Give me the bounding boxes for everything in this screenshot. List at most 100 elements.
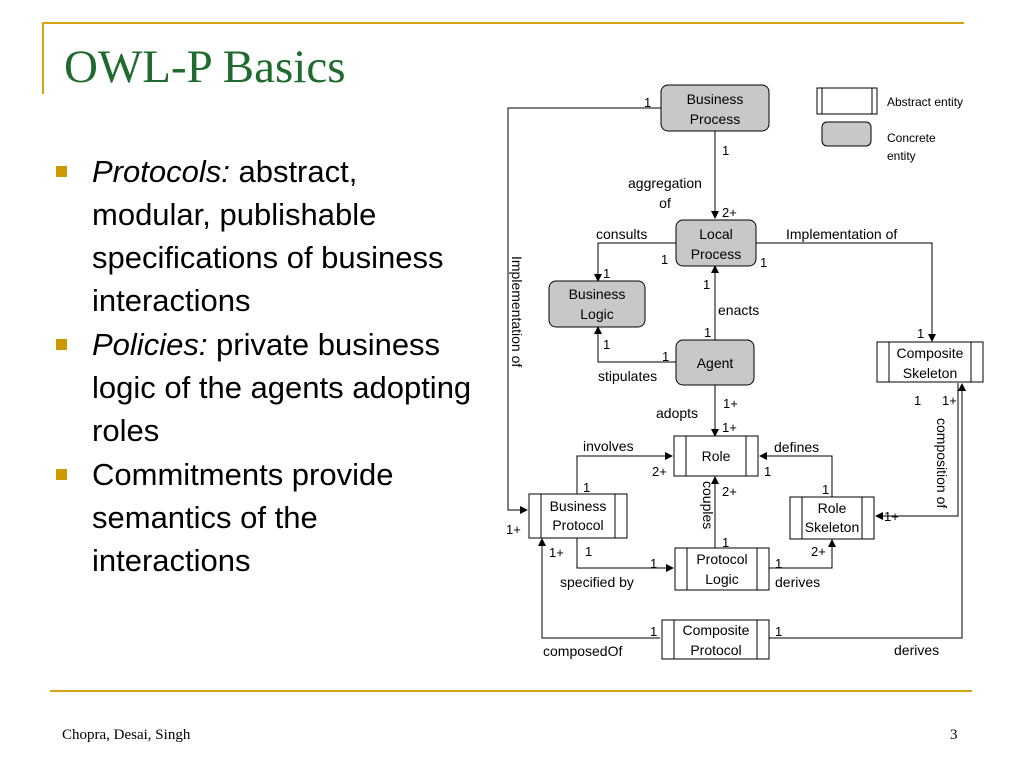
label-defines: defines bbox=[774, 439, 819, 455]
node-local-process: Local Process bbox=[675, 219, 757, 267]
node-label-1: Business bbox=[550, 498, 607, 514]
mult-bprot-bottom-left: 1+ bbox=[549, 545, 564, 560]
edge-defines bbox=[759, 452, 833, 497]
bullet-item-protocols: Protocols: abstract, modular, publishabl… bbox=[56, 150, 476, 322]
bullet-text: private business logic of the agents ado… bbox=[92, 327, 472, 448]
label-implementation-of-vertical: Implementation of bbox=[509, 256, 525, 367]
mult-ag-above: 1 bbox=[704, 325, 711, 340]
slide-title: OWL-P Basics bbox=[64, 41, 346, 93]
label-aggregation: aggregation bbox=[628, 175, 702, 191]
multiplicity-labels: 1 1 2+ 1 1 1 1 1 1 1 1+ 1 1 1+ 1+ 2+ 1 2… bbox=[506, 95, 957, 639]
mult-ag-left: 1 bbox=[662, 349, 669, 364]
node-label-1: Role bbox=[818, 500, 847, 516]
label-adopts: adopts bbox=[656, 405, 698, 421]
mult-role-below: 2+ bbox=[722, 484, 737, 499]
mult-bprot-bottom-right: 1 bbox=[585, 544, 592, 559]
edge-composed-of bbox=[538, 538, 660, 639]
node-protocol-logic: Protocol Logic bbox=[674, 547, 770, 591]
node-business-logic: Business Logic bbox=[548, 280, 646, 328]
node-composite-skeleton: Composite Skeleton bbox=[876, 341, 984, 383]
edge-derives-composite-protocol bbox=[769, 383, 966, 639]
label-composed-of: composedOf bbox=[543, 643, 622, 659]
mult-ag-below: 1+ bbox=[723, 396, 738, 411]
bullet-text: abstract, modular, publishable specifica… bbox=[92, 154, 444, 318]
node-composite-protocol: Composite Protocol bbox=[661, 619, 770, 660]
node-agent: Agent bbox=[675, 339, 755, 386]
node-label-2: Skeleton bbox=[805, 519, 859, 535]
bullet-square-icon bbox=[56, 339, 67, 350]
label-enacts: enacts bbox=[718, 302, 759, 318]
label-involves: involves bbox=[583, 438, 634, 454]
node-label-1: Composite bbox=[683, 622, 750, 638]
edge-bp-implementation-of bbox=[507, 107, 661, 514]
label-derives-protocol-logic: derives bbox=[775, 574, 820, 590]
bullet-emphasis: Policies: bbox=[92, 327, 208, 362]
node-label-1: Composite bbox=[897, 345, 964, 361]
edge-consults bbox=[594, 242, 676, 282]
label-couples: couples bbox=[700, 481, 716, 529]
node-label-2: Protocol bbox=[552, 517, 603, 533]
edge-labels: aggregation of consults Implementation o… bbox=[509, 175, 950, 659]
mult-bp-left: 1 bbox=[644, 95, 651, 110]
label-consults: consults bbox=[596, 226, 647, 242]
mult-role-right: 1 bbox=[764, 464, 771, 479]
bullet-square-icon bbox=[56, 166, 67, 177]
mult-lp-below: 1 bbox=[703, 277, 710, 292]
label-aggregation-of: of bbox=[659, 195, 671, 211]
edge-involves bbox=[576, 452, 673, 494]
mult-pl-top: 1 bbox=[722, 535, 729, 550]
mult-bp-below: 1 bbox=[722, 143, 729, 158]
mult-rs-below: 2+ bbox=[811, 544, 826, 559]
mult-cs-bottom-right: 1+ bbox=[942, 393, 957, 408]
mult-cp-left: 1 bbox=[650, 624, 657, 639]
node-label-2: Logic bbox=[580, 306, 613, 322]
node-business-protocol: Business Protocol bbox=[528, 493, 628, 539]
bullet-item-policies: Policies: private business logic of the … bbox=[56, 323, 476, 452]
node-label-2: Skeleton bbox=[903, 365, 957, 381]
bullet-item-commitments: Commitments provide semantics of the int… bbox=[56, 453, 476, 582]
bullet-list: Protocols: abstract, modular, publishabl… bbox=[56, 150, 476, 583]
footer-authors: Chopra, Desai, Singh bbox=[62, 727, 191, 743]
legend-abstract-swatch bbox=[816, 87, 878, 115]
mult-bl-top: 1 bbox=[603, 266, 610, 281]
node-role: Role bbox=[673, 435, 759, 477]
mult-lp-above: 2+ bbox=[722, 205, 737, 220]
node-label-2: Process bbox=[691, 246, 742, 262]
node-business-process: Business Process bbox=[660, 84, 770, 132]
edge-lp-implementation-of bbox=[756, 242, 936, 342]
mult-rs-right: 1+ bbox=[884, 509, 899, 524]
mult-pl-left: 1 bbox=[650, 556, 657, 571]
legend: Abstract entity Concrete entity bbox=[816, 87, 963, 163]
left-accent-rule bbox=[42, 22, 44, 94]
mult-role-top: 1+ bbox=[722, 420, 737, 435]
node-label-2: Process bbox=[690, 111, 741, 127]
node-role-skeleton: Role Skeleton bbox=[789, 496, 875, 540]
label-implementation-of-horizontal: Implementation of bbox=[786, 226, 897, 242]
legend-abstract-label: Abstract entity bbox=[887, 95, 963, 109]
node-label-1: Local bbox=[699, 226, 732, 242]
mult-role-left: 2+ bbox=[652, 464, 667, 479]
mult-bl-bottom: 1 bbox=[603, 337, 610, 352]
mult-lp-right: 1 bbox=[760, 255, 767, 270]
edge-specified-by bbox=[576, 538, 674, 572]
mult-bprot-top: 1 bbox=[583, 480, 590, 495]
node-label-1: Business bbox=[687, 91, 744, 107]
mult-cs-bottom-left: 1 bbox=[914, 393, 921, 408]
node-label-1: Protocol bbox=[696, 551, 747, 567]
edge-composition-of bbox=[875, 383, 959, 520]
node-label-1: Agent bbox=[697, 355, 734, 371]
node-label-2: Logic bbox=[705, 571, 738, 587]
bullet-square-icon bbox=[56, 469, 67, 480]
bullet-emphasis: Protocols: bbox=[92, 154, 230, 189]
legend-concrete-swatch bbox=[821, 121, 872, 147]
mult-pl-right: 1 bbox=[775, 556, 782, 571]
bottom-accent-rule bbox=[50, 690, 972, 692]
node-label-1: Role bbox=[702, 448, 731, 464]
node-label-2: Protocol bbox=[690, 642, 741, 658]
edge-stipulates bbox=[594, 326, 676, 363]
label-composition-of: composition of bbox=[934, 418, 950, 508]
mult-rs-top: 1 bbox=[822, 482, 829, 497]
mult-lp-left: 1 bbox=[661, 252, 668, 267]
top-accent-rule bbox=[42, 22, 964, 24]
